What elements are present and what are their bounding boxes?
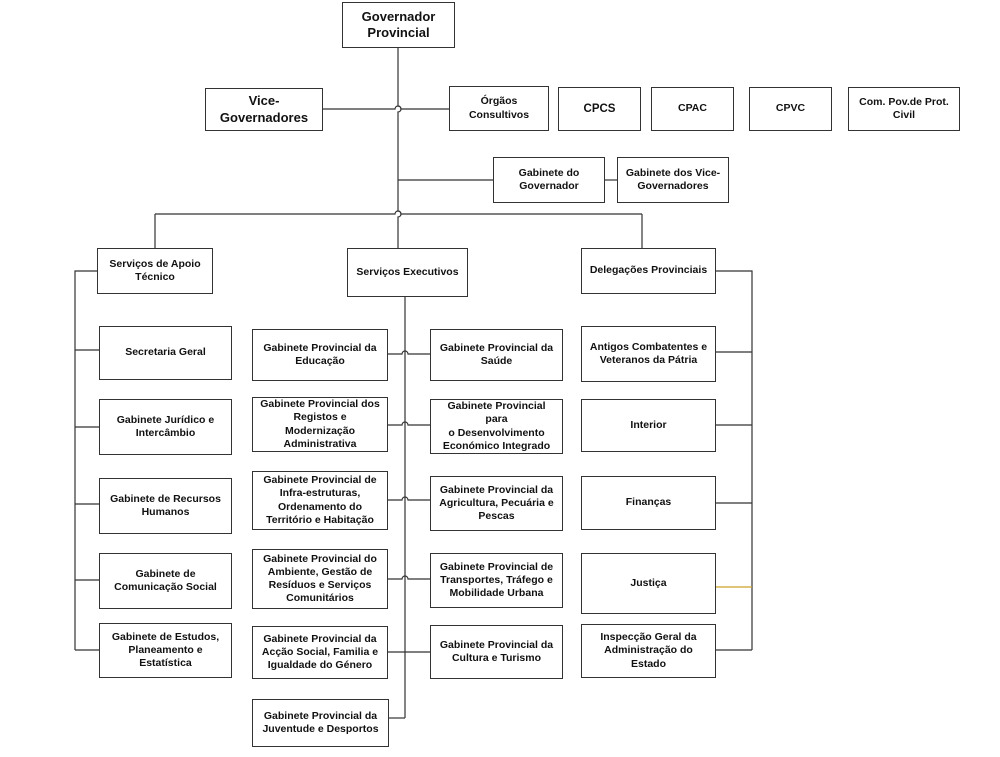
connector-apoio-spine [74,270,97,650]
cpcs-box: CPCS [558,87,641,131]
vice-governors-box: Vice- Governadores [205,88,323,131]
connector-main-trunk [397,47,402,248]
delegacoes-box: Delegações Provinciais [581,248,716,294]
cabinet-vice-box: Gabinete dos Vice- Governadores [617,157,729,203]
cpac-box: CPAC [651,87,734,131]
apoio-item: Secretaria Geral [99,326,232,380]
exec-left-item: Gabinete Provincial da Acção Social, Fam… [252,626,388,679]
apoio-item: Gabinete Jurídico e Intercâmbio [99,399,232,455]
exec-left-item: Gabinete Provincial da Educação [252,329,388,381]
exec-left-item: Gabinete Provincial da Juventude e Despo… [252,699,389,747]
exec-right-item: Gabinete Provincial da Agricultura, Pecu… [430,476,563,531]
exec-right-item: Gabinete Provincial para o Desenvolvimen… [430,399,563,454]
servicos-executivos-box: Serviços Executivos [347,248,468,297]
apoio-tecnico-box: Serviços de Apoio Técnico [97,248,213,294]
cpvc-box: CPVC [749,87,832,131]
exec-right-item: Gabinete Provincial de Transportes, Tráf… [430,553,563,608]
governor-box: Governador Provincial [342,2,455,48]
civil-protection-box: Com. Pov.de Prot. Civil [848,87,960,131]
organs-box: Órgãos Consultivos [449,86,549,131]
exec-right-item: Gabinete Provincial da Cultura e Turismo [430,625,563,679]
apoio-item: Gabinete de Estudos, Planeamento e Estat… [99,623,232,678]
exec-left-item: Gabinete Provincial dos Registos e Moder… [252,397,388,452]
exec-right-item: Gabinete Provincial da Saúde [430,329,563,381]
deleg-item: Antigos Combatentes e Veteranos da Pátri… [581,326,716,382]
connector-vice-organs [323,105,449,110]
deleg-item: Justiça [581,553,716,614]
deleg-item: Finanças [581,476,716,530]
apoio-item: Gabinete de Recursos Humanos [99,478,232,534]
deleg-item: Inspecção Geral da Administração do Esta… [581,624,716,678]
connector-deleg-spine [716,270,753,650]
connector-branch-bar [155,210,642,215]
apoio-item: Gabinete de Comunicação Social [99,553,232,609]
deleg-item: Interior [581,399,716,452]
cabinet-governor-box: Gabinete do Governador [493,157,605,203]
exec-left-item: Gabinete Provincial do Ambiente, Gestão … [252,549,388,609]
exec-left-item: Gabinete Provincial de Infra-estruturas,… [252,471,388,530]
